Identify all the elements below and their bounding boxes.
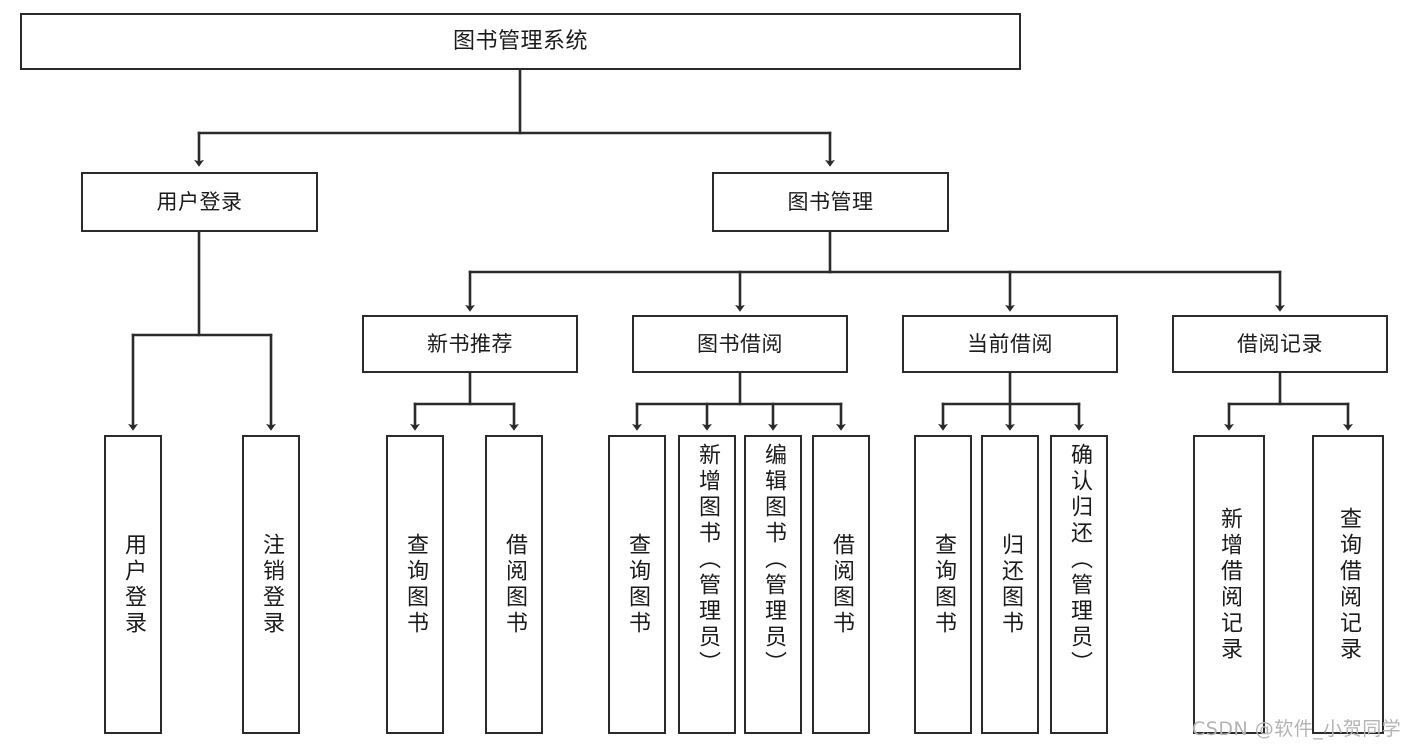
- node-book-management-system[interactable]: 图书管理系统: [20, 13, 1021, 70]
- leaf-query-book-current[interactable]: 查询图书: [914, 435, 972, 734]
- node-label: 图书借阅: [697, 331, 783, 356]
- leaf-borrow-book[interactable]: 借阅图书: [812, 435, 870, 734]
- node-new-book-recommend[interactable]: 新书推荐: [362, 315, 578, 373]
- node-label: 查询借阅记录: [1336, 506, 1361, 663]
- leaf-edit-book[interactable]: 编辑图书（管理员）: [744, 435, 802, 734]
- node-label: 用户登录: [156, 189, 243, 214]
- node-label: 借阅图书: [829, 532, 854, 637]
- node-label: 借阅记录: [1237, 331, 1323, 356]
- node-label: 新增图书（管理员）: [695, 443, 720, 677]
- leaf-add-borrow-record[interactable]: 新增借阅记录: [1193, 435, 1265, 734]
- watermark-text: CSDN @软件_小贺同学: [1192, 718, 1402, 740]
- node-label: 查询图书: [931, 532, 956, 637]
- node-book-management[interactable]: 图书管理: [712, 172, 949, 232]
- node-label: 借阅图书: [502, 532, 527, 637]
- node-label: 编辑图书（管理员）: [761, 443, 786, 677]
- leaf-add-book[interactable]: 新增图书（管理员）: [678, 435, 736, 734]
- leaf-borrow-book-recommend[interactable]: 借阅图书: [485, 435, 543, 734]
- node-label: 注销登录: [259, 532, 284, 637]
- leaf-return-book[interactable]: 归还图书: [981, 435, 1039, 734]
- node-label: 新书推荐: [427, 331, 513, 356]
- node-label: 归还图书: [998, 532, 1023, 637]
- leaf-query-book-recommend[interactable]: 查询图书: [386, 435, 444, 734]
- leaf-logout-login[interactable]: 注销登录: [242, 435, 300, 734]
- node-user-login[interactable]: 用户登录: [81, 172, 318, 232]
- node-label: 确认归还（管理员）: [1067, 443, 1092, 677]
- node-label: 图书管理系统: [452, 28, 588, 54]
- leaf-confirm-return[interactable]: 确认归还（管理员）: [1050, 435, 1108, 734]
- node-book-borrow[interactable]: 图书借阅: [632, 315, 848, 373]
- node-label: 新增借阅记录: [1217, 506, 1242, 663]
- leaf-query-borrow-record[interactable]: 查询借阅记录: [1312, 435, 1384, 734]
- node-label: 查询图书: [625, 532, 650, 637]
- node-label: 用户登录: [121, 532, 146, 637]
- leaf-user-login[interactable]: 用户登录: [104, 435, 162, 734]
- node-current-borrow[interactable]: 当前借阅: [902, 315, 1118, 373]
- node-borrow-record[interactable]: 借阅记录: [1172, 315, 1388, 373]
- node-label: 查询图书: [403, 532, 428, 637]
- node-label: 图书管理: [787, 189, 874, 214]
- node-label: 当前借阅: [967, 331, 1053, 356]
- leaf-query-book-borrow[interactable]: 查询图书: [608, 435, 666, 734]
